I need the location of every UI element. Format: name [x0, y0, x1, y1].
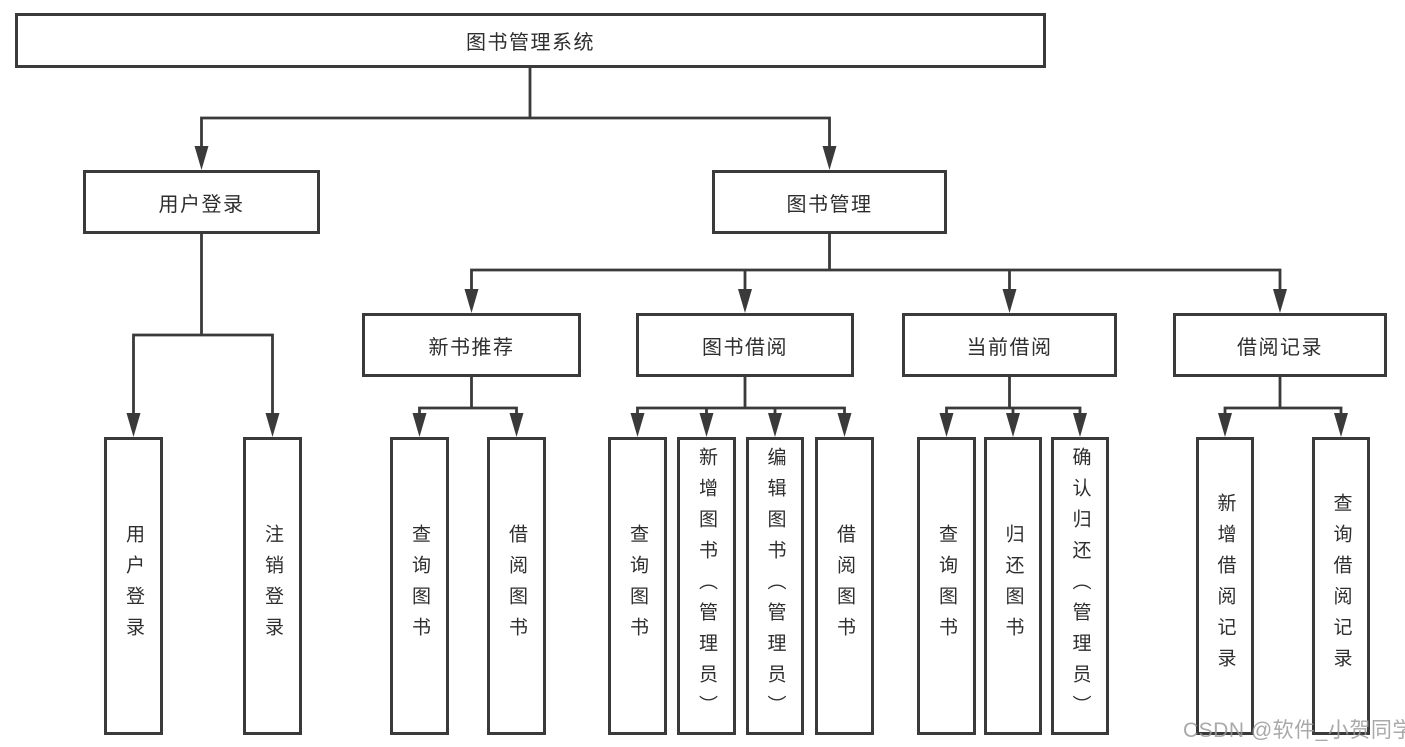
leaf-user-login: 用户登录 [104, 437, 163, 735]
node-root-label: 图书管理系统 [466, 32, 595, 54]
node-current-borrow: 当前借阅 [902, 313, 1117, 377]
leaf-logout: 注销登录 [243, 437, 302, 735]
node-book-borrow: 图书借阅 [636, 313, 854, 377]
node-root: 图书管理系统 [15, 13, 1046, 68]
leaf-user-login-label: 用户登录 [123, 524, 144, 648]
node-current-borrow-label: 当前借阅 [966, 336, 1053, 359]
leaf-records-add-label: 新增借阅记录 [1214, 493, 1236, 679]
leaf-records-query: 查询借阅记录 [1312, 437, 1370, 735]
node-new-book-recommend: 新书推荐 [362, 313, 581, 377]
connector-user-to-leaves [126, 232, 280, 437]
leaf-borrow-add-admin: 新增图书（管理员） [677, 437, 736, 735]
node-book-management-label: 图书管理 [786, 193, 873, 216]
leaf-logout-label: 注销登录 [262, 524, 283, 648]
leaf-newbooks-borrow-label: 借阅图书 [506, 524, 527, 648]
leaf-current-return-label: 归还图书 [1002, 524, 1024, 648]
leaf-borrow-edit-admin-label: 编辑图书（管理员） [764, 446, 786, 726]
leaf-records-query-label: 查询借阅记录 [1330, 493, 1352, 679]
node-book-borrow-label: 图书借阅 [702, 336, 788, 359]
node-user-login: 用户登录 [83, 170, 320, 234]
leaf-borrow-book: 借阅图书 [815, 437, 874, 735]
connector-borrow-to-leaves [630, 375, 852, 437]
leaf-borrow-query-label: 查询图书 [627, 524, 648, 648]
leaf-borrow-add-admin-label: 新增图书（管理员） [696, 446, 717, 726]
node-user-login-label: 用户登录 [158, 193, 245, 216]
leaf-newbooks-borrow: 借阅图书 [487, 437, 546, 735]
leaf-borrow-query: 查询图书 [608, 437, 667, 735]
leaf-current-confirm-admin: 确认归还（管理员） [1051, 437, 1109, 735]
connector-books-to-level3 [464, 232, 1287, 313]
connector-root-to-level2 [194, 66, 837, 170]
node-book-management: 图书管理 [712, 170, 947, 234]
leaf-current-query: 查询图书 [917, 437, 976, 735]
leaf-current-confirm-admin-label: 确认归还（管理员） [1069, 446, 1091, 726]
leaf-newbooks-query-label: 查询图书 [409, 524, 430, 648]
leaf-current-return: 归还图书 [984, 437, 1042, 735]
csdn-watermark: CSDN @软件_小贺同学 [1183, 719, 1405, 742]
leaf-current-query-label: 查询图书 [936, 524, 957, 648]
node-borrow-records-label: 借阅记录 [1237, 336, 1323, 359]
leaf-newbooks-query: 查询图书 [390, 437, 449, 735]
leaf-borrow-book-label: 借阅图书 [834, 524, 855, 648]
leaf-records-add: 新增借阅记录 [1196, 437, 1254, 735]
connector-current-to-leaves [939, 375, 1087, 437]
leaf-borrow-edit-admin: 编辑图书（管理员） [746, 437, 804, 735]
node-borrow-records: 借阅记录 [1173, 313, 1387, 377]
connector-records-to-leaves [1218, 375, 1348, 437]
connector-newbooks-to-leaves [412, 375, 524, 437]
node-new-book-recommend-label: 新书推荐 [428, 336, 515, 359]
